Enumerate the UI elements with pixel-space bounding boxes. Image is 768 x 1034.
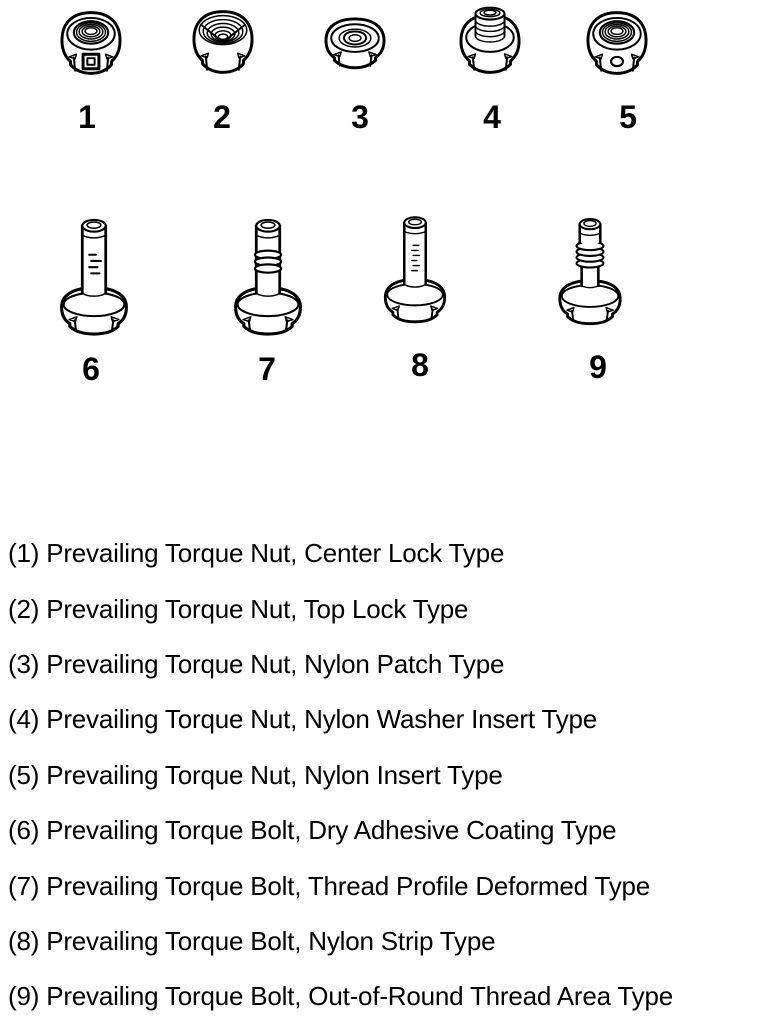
legend-item-7: (7) Prevailing Torque Bolt, Thread Profi…: [8, 870, 651, 901]
nut-center-lock-icon: [58, 6, 124, 82]
item-number-label-2: 2: [213, 99, 231, 135]
item-number-label-8: 8: [411, 347, 429, 383]
nut-nylon-washer-insert-icon: [457, 3, 523, 81]
legend-item-3: (3) Prevailing Torque Nut, Nylon Patch T…: [8, 648, 505, 679]
legend-item-4: (4) Prevailing Torque Nut, Nylon Washer …: [8, 704, 598, 735]
item-number-label-9: 9: [589, 349, 607, 385]
legend-item-9: (9) Prevailing Torque Bolt, Out-of-Round…: [8, 981, 673, 1012]
bolt-thread-profile-deformed-icon: [230, 212, 306, 343]
bolt-out-of-round-thread-icon: [552, 210, 628, 332]
legend-item-1: (1) Prevailing Torque Nut, Center Lock T…: [8, 538, 505, 569]
legend-item-2: (2) Prevailing Torque Nut, Top Lock Type: [8, 593, 469, 624]
legend-item-5: (5) Prevailing Torque Nut, Nylon Insert …: [8, 759, 503, 790]
legend: (1) Prevailing Torque Nut, Center Lock T…: [8, 526, 766, 1025]
item-number-label-7: 7: [258, 351, 276, 387]
legend-item-6: (6) Prevailing Torque Bolt, Dry Adhesive…: [8, 815, 617, 846]
bolt-dry-adhesive-coating-icon: [56, 212, 132, 343]
bolt-nylon-strip-icon: [379, 210, 451, 330]
nut-top-lock-icon: [190, 5, 256, 81]
item-number-label-3: 3: [351, 99, 369, 135]
legend-item-8: (8) Prevailing Torque Bolt, Nylon Strip …: [8, 925, 496, 956]
nut-nylon-patch-icon: [322, 13, 388, 79]
item-number-label-4: 4: [483, 99, 501, 135]
item-number-label-5: 5: [619, 99, 637, 135]
item-number-label-1: 1: [78, 99, 96, 135]
nut-nylon-insert-icon: [584, 6, 650, 82]
item-number-label-6: 6: [82, 351, 100, 387]
